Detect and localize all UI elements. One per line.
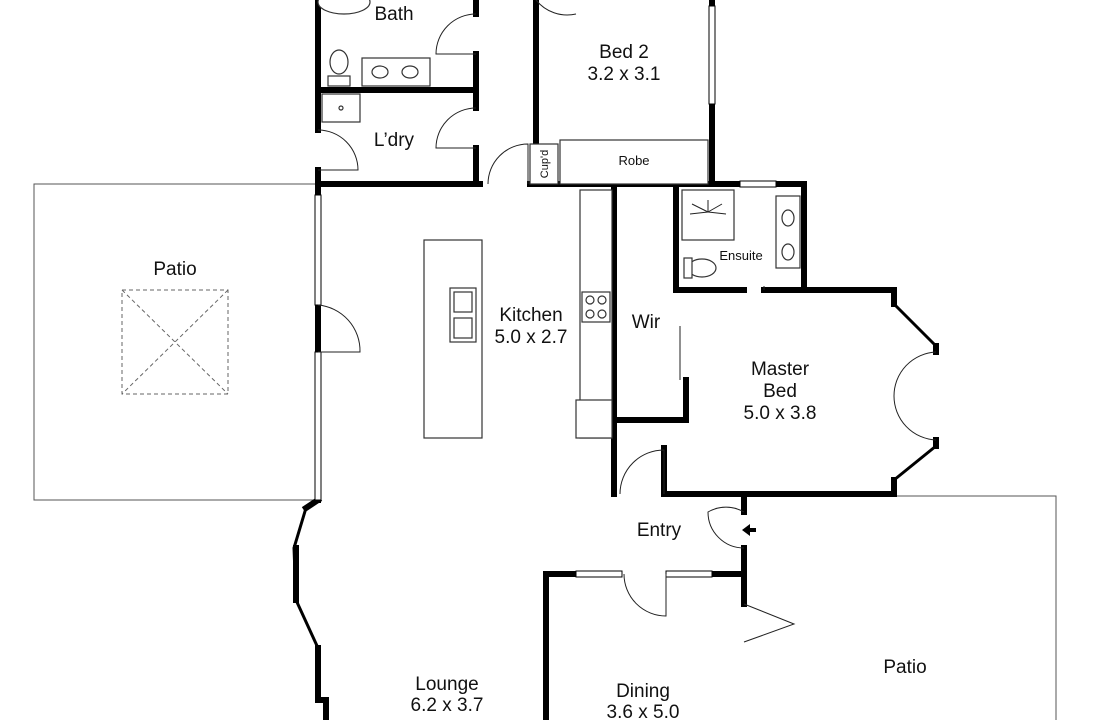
patio-right-label: Patio: [883, 657, 926, 678]
robe-label: Robe: [618, 153, 649, 168]
dining-size: 3.6 x 5.0: [607, 702, 680, 720]
walls: [293, 0, 939, 720]
bed2-label: Bed 2: [599, 42, 649, 63]
bath-label: Bath: [374, 4, 413, 25]
cupboard-label: Cup'd: [539, 150, 551, 178]
patio-right-area: [744, 495, 1057, 720]
patio-left-area: [33, 183, 317, 501]
ensuite-label: Ensuite: [719, 248, 762, 263]
entry-label: Entry: [637, 520, 682, 541]
lounge-size: 6.2 x 3.7: [411, 695, 484, 716]
windows: [292, 5, 938, 649]
laundry-label: L’dry: [374, 130, 415, 151]
master-label-line2: Bed: [763, 381, 797, 402]
doors: [317, 0, 937, 643]
fixtures: [317, 0, 801, 439]
arrow-left-icon: [742, 524, 756, 536]
wir-label: Wir: [632, 312, 661, 333]
bed2-size: 3.2 x 3.1: [588, 64, 661, 85]
kitchen-size: 5.0 x 2.7: [495, 327, 568, 348]
lounge-label: Lounge: [415, 674, 478, 695]
master-label-line1: Master: [751, 359, 810, 380]
dining-label: Dining: [616, 681, 670, 702]
kitchen-label: Kitchen: [499, 305, 562, 326]
master-size: 5.0 x 3.8: [744, 403, 817, 424]
patio-left-label: Patio: [153, 259, 196, 280]
